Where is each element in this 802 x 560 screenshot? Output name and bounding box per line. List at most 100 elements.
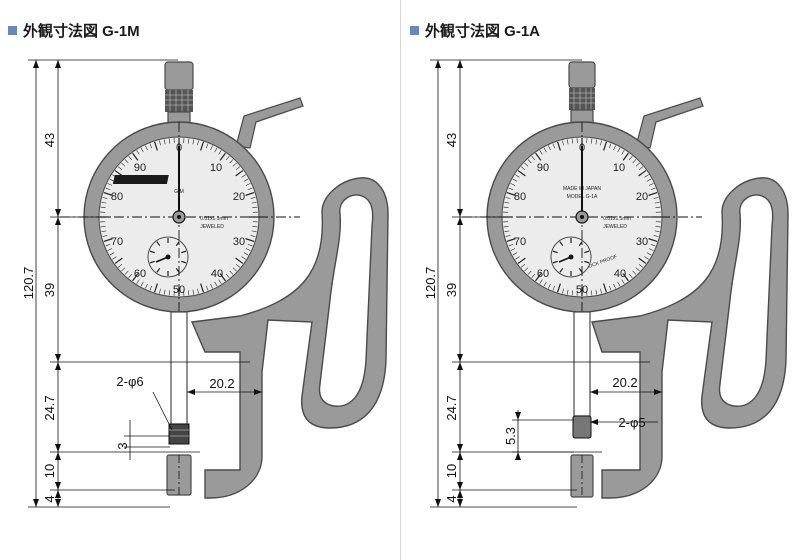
dial-num-70: 70	[111, 236, 123, 248]
dial-tick	[562, 140, 564, 146]
dial-tick	[117, 166, 123, 171]
knurl-pattern	[165, 90, 193, 112]
dial-tick	[648, 248, 654, 251]
dial-tick	[245, 183, 251, 186]
dial-num-40: 40	[614, 268, 626, 280]
dial-tick	[124, 159, 129, 164]
dial-tick	[235, 257, 244, 264]
dim-throat: 20.2	[209, 376, 234, 391]
dial-num-70: 70	[514, 236, 526, 248]
dial-tick	[603, 283, 607, 293]
dial-tick	[512, 252, 518, 256]
dimension-arrows	[33, 60, 262, 507]
dial-tick	[114, 170, 123, 177]
dial-tick	[622, 273, 629, 282]
dial-tick	[124, 270, 129, 275]
dial-tick	[243, 252, 249, 256]
dial-tick	[654, 230, 660, 233]
dial-tick	[557, 141, 561, 151]
dial-tick	[566, 289, 569, 295]
dim-total: 120.7	[423, 267, 438, 300]
dial-tick	[557, 283, 561, 293]
dial-tick	[520, 263, 526, 268]
dial-tick	[548, 145, 551, 151]
dim-mid: 39	[444, 283, 459, 297]
dial-tick	[117, 263, 123, 268]
dial-tick	[154, 283, 158, 293]
dial-tick	[159, 140, 161, 146]
dial-tick	[506, 192, 516, 196]
dial-tick	[595, 139, 598, 145]
dial-tick	[140, 281, 144, 287]
panel-divider	[400, 0, 401, 560]
dial-tick	[638, 257, 647, 264]
dial-tick	[105, 187, 111, 191]
dial-tick	[243, 178, 249, 182]
dim-base: 10	[444, 464, 459, 478]
spindle-contact	[168, 423, 190, 445]
frame-cutout	[718, 194, 774, 407]
dial-num-30: 30	[233, 236, 245, 248]
dial-tick	[650, 187, 656, 191]
dial-tick	[229, 159, 234, 164]
dial-tick	[100, 225, 106, 228]
panel-title-text: 外観寸法図 G-1M	[23, 23, 140, 40]
dial-tick	[168, 290, 171, 296]
dial-tick	[655, 225, 661, 228]
dial-num-20: 20	[233, 191, 245, 203]
dial-tick	[571, 138, 574, 144]
dial-tick	[600, 288, 602, 294]
dial-tick	[168, 138, 171, 144]
dial-tick	[250, 197, 256, 199]
dial-tick	[102, 235, 108, 237]
brand-logo	[112, 175, 169, 184]
dial-tick	[595, 289, 598, 295]
panel-title: 外観寸法図 G-1M	[8, 20, 140, 41]
dial-num-60: 60	[134, 268, 146, 280]
dial-tick	[543, 281, 547, 287]
dial-tick	[584, 250, 590, 254]
dial-num-80: 80	[111, 191, 123, 203]
dial-num-30: 30	[636, 236, 648, 248]
dial-tick	[613, 145, 616, 151]
spindle	[573, 311, 591, 417]
sub-dial-hub	[165, 254, 171, 260]
sub-dial-ticks	[149, 238, 187, 276]
dial-tick	[235, 263, 241, 268]
dial-tick	[181, 250, 187, 254]
dial-tick	[539, 279, 543, 284]
panel-title: 外観寸法図 G-1A	[410, 20, 540, 41]
panel-g1m: 外観寸法図 G-1M 0 10 20 30 40 50 60 70 80 90 …	[0, 0, 400, 560]
dim-throat: 20.2	[612, 375, 637, 390]
bullet-icon	[8, 26, 17, 35]
dial-tick	[648, 238, 658, 242]
dial-tick	[225, 155, 230, 161]
dial-tick	[252, 206, 258, 209]
dial-tick	[524, 162, 529, 167]
dial-jeweled: JEWELED	[200, 224, 224, 230]
dial-tick	[109, 178, 115, 182]
knurl-pattern	[569, 88, 595, 110]
dial-tick	[114, 257, 123, 264]
dial-ticks	[503, 138, 661, 296]
dial-tick	[510, 248, 516, 251]
dial-tick	[578, 241, 583, 247]
dial-tick	[508, 243, 514, 247]
lift-lever	[635, 97, 704, 149]
dial-tick	[539, 150, 543, 155]
dial-tick	[628, 273, 633, 279]
dial-tick	[101, 201, 107, 204]
dim-total: 120.7	[21, 267, 36, 300]
dial-tick	[531, 273, 536, 279]
dial-tick	[250, 235, 256, 237]
dial-tick	[603, 141, 607, 151]
dimension-lines	[430, 59, 662, 508]
dial-tick	[506, 238, 516, 242]
dial-tick	[149, 143, 153, 149]
dial-tick	[187, 290, 190, 296]
dial-tick	[241, 174, 246, 178]
dial-tick	[515, 256, 520, 260]
dial-tick	[517, 170, 526, 177]
dial-tick	[214, 281, 218, 287]
dial-tick	[527, 270, 532, 275]
